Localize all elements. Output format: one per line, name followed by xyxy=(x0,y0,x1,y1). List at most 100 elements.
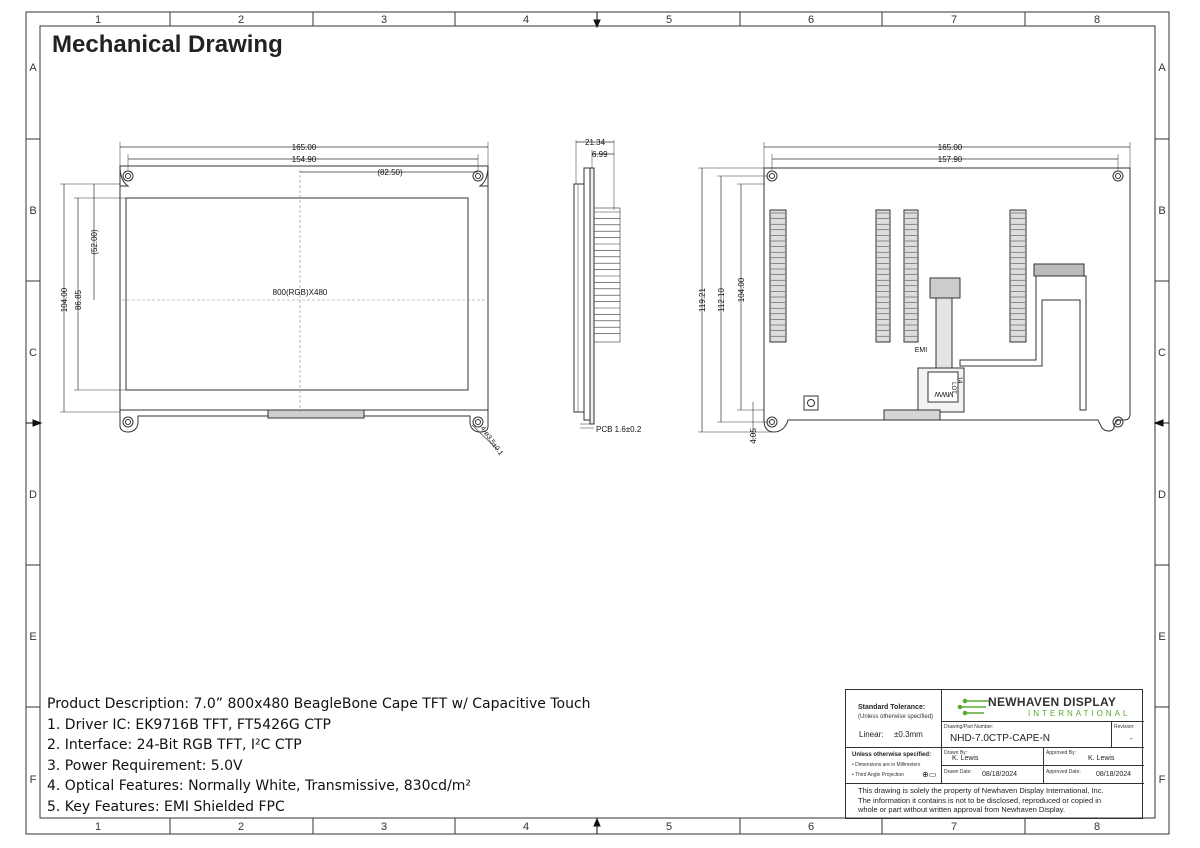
zone-col-8: 8 xyxy=(1094,14,1100,26)
revision-value: - xyxy=(1130,734,1133,743)
brand-name: NEWHAVEN DISPLAY xyxy=(988,695,1117,709)
approved-date-value: 08/18/2024 xyxy=(1096,771,1132,778)
pin-header-p9a xyxy=(875,209,891,343)
drawn-by-cell: Drawn By: K. Lewis xyxy=(942,748,1044,766)
dim-back-h2: 112.10 xyxy=(717,288,726,312)
zone-row-e-r: E xyxy=(1158,631,1165,643)
approved-date-cell: Approved Date: 08/18/2024 xyxy=(1044,766,1144,784)
zone-row-a-r: A xyxy=(1158,62,1166,74)
approved-date-label: Approved Date: xyxy=(1046,769,1081,775)
unless-item-2: • Third Angle Projection xyxy=(852,772,904,778)
fpc-tab xyxy=(267,409,365,419)
notice-line-1: This drawing is solely the property of N… xyxy=(858,786,1104,795)
zone-col-4: 4 xyxy=(523,14,529,26)
dim-front-hole-height: 86.85 xyxy=(74,289,83,310)
product-line: Product Description: 7.0” 800x480 Beagle… xyxy=(47,696,591,712)
approved-by-value: K. Lewis xyxy=(1088,755,1115,762)
brand-cell: NEWHAVEN DISPLAY INTERNATIONAL xyxy=(942,690,1144,722)
zone-row-c: C xyxy=(29,347,37,359)
side-lcd-body xyxy=(573,183,585,413)
spec-line-5: 5. Key Features: EMI Shielded FPC xyxy=(47,798,285,815)
fpc-exit xyxy=(883,409,941,421)
dim-back-h1: 119.21 xyxy=(698,288,707,312)
back-dims-text: 165.00 157.90 119.21 112.10 104.00 4.05 … xyxy=(698,143,963,444)
drawn-by-value: K. Lewis xyxy=(952,755,979,762)
pcb-thickness-label: PCB 1.6±0.2 xyxy=(596,425,642,434)
fpc-mark-1: MWW xyxy=(934,390,953,397)
dim-back-h3: 104.00 xyxy=(737,277,746,302)
zone-col-2: 2 xyxy=(238,14,244,26)
active-area xyxy=(125,197,469,391)
title-block: Standard Tolerance: (Unless otherwise sp… xyxy=(845,689,1144,819)
zone-col-3: 3 xyxy=(381,14,387,26)
zone-col-5: 5 xyxy=(666,14,672,26)
part-label: Drawing/Part Number: xyxy=(944,724,994,730)
zone-row-b: B xyxy=(29,205,36,217)
dim-front-total-height: 104.00 xyxy=(60,287,69,312)
spec-line-1: 1. Driver IC: EK9716B TFT, FT5426G CTP xyxy=(47,716,331,733)
ctp-connector xyxy=(1033,263,1085,277)
zone-col-7: 7 xyxy=(951,14,957,26)
approved-by-label: Approved By: xyxy=(1046,750,1077,756)
zone-col-7b: 7 xyxy=(951,821,957,833)
tft-connector xyxy=(929,277,961,299)
tolerance-cell: Standard Tolerance: (Unless otherwise sp… xyxy=(846,690,942,748)
zone-col-6b: 6 xyxy=(808,821,814,833)
zone-row-b-r: B xyxy=(1158,205,1165,217)
side-header-body xyxy=(593,207,621,343)
revision-cell: Revision: - xyxy=(1112,722,1144,748)
back-header-pins xyxy=(771,212,1025,337)
emi-label: EMI xyxy=(915,347,928,354)
dim-front-hole-width: 154.90 xyxy=(292,155,317,164)
tft-fpc xyxy=(935,297,953,371)
spec-line-2: 2. Interface: 24-Bit RGB TFT, I²C CTP xyxy=(47,737,302,753)
dim-side-pcb: 6.99 xyxy=(592,150,608,159)
dim-back-total-width: 165.00 xyxy=(938,143,963,152)
zone-labels: 1 2 3 4 5 6 7 8 1 2 3 4 5 6 7 8 A B C D … xyxy=(29,14,1166,833)
hole-callout: 4-ø3.5±0.1 xyxy=(479,425,504,457)
std-tol-sub: (Unless otherwise specified) xyxy=(858,714,934,720)
page-title: Mechanical Drawing xyxy=(52,31,283,58)
spec-line-4: 4. Optical Features: Normally White, Tra… xyxy=(47,778,472,794)
drawn-by-label: Drawn By: xyxy=(944,750,968,756)
brand-sub: INTERNATIONAL xyxy=(1028,709,1131,718)
center-marks xyxy=(26,12,1169,834)
part-number: NHD-7.0CTP-CAPE-N xyxy=(950,733,1051,744)
zone-col-8b: 8 xyxy=(1094,821,1100,833)
zone-col-3b: 3 xyxy=(381,821,387,833)
zone-col-6: 6 xyxy=(808,14,814,26)
side-pcb xyxy=(589,167,595,425)
back-view xyxy=(698,142,1131,440)
fpc-mark-2: LOT xyxy=(950,382,956,394)
dim-side-depth: 21.34 xyxy=(585,138,606,147)
resolution-label: 800(RGB)X480 xyxy=(273,288,328,297)
zone-row-d: D xyxy=(29,489,37,501)
zone-row-c-r: C xyxy=(1158,347,1166,359)
front-view xyxy=(60,142,499,451)
std-tol-title: Standard Tolerance: xyxy=(858,704,926,711)
product-description: Product Description: 7.0” 800x480 Beagle… xyxy=(47,694,747,817)
dim-back-offset: 4.05 xyxy=(749,428,758,444)
side-header-pins xyxy=(593,207,621,343)
projection-symbol-icon: ⊕▭ xyxy=(922,770,937,779)
fpc-mark-3: 14 xyxy=(956,377,962,384)
pin-header-p9c xyxy=(1009,209,1027,343)
drawn-date-cell: Drawn Date: 08/18/2024 xyxy=(942,766,1044,784)
approved-by-cell: Approved By: K. Lewis xyxy=(1044,748,1144,766)
zone-row-f-r: F xyxy=(1159,774,1166,786)
zone-row-d-r: D xyxy=(1158,489,1166,501)
dim-back-hole-width: 157.90 xyxy=(938,155,963,164)
unless-item-1: • Dimensions are in Millimeters xyxy=(852,762,921,768)
zone-ticks xyxy=(26,12,1169,834)
notice-line-3: whole or part without written approval f… xyxy=(858,805,1066,814)
part-cell: Drawing/Part Number: NHD-7.0CTP-CAPE-N xyxy=(942,722,1112,748)
zone-row-e: E xyxy=(29,631,36,643)
zone-col-4b: 4 xyxy=(523,821,529,833)
revision-label: Revision: xyxy=(1114,724,1135,730)
dim-front-center-v: (52.00) xyxy=(90,229,99,255)
drawn-date-label: Drawn Date: xyxy=(944,769,972,775)
unless-title: Unless otherwise specified: xyxy=(852,752,932,758)
notice-line-2: The information it contains is not to be… xyxy=(858,795,1102,805)
button xyxy=(803,395,819,411)
